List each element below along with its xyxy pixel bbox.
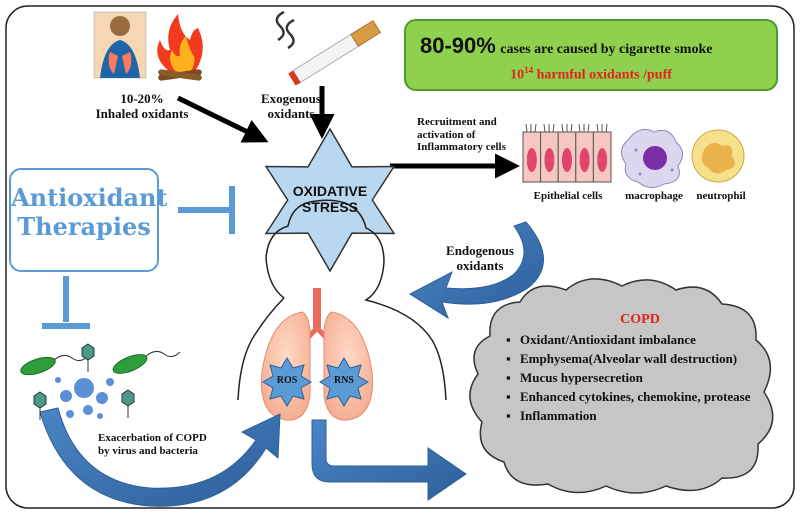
- cigarette-icon: [275, 10, 382, 86]
- recruitment-line1: Recruitment and: [417, 116, 497, 128]
- list-item: Inflammation: [506, 408, 766, 425]
- list-item: Emphysema(Alveolar wall destruction): [506, 351, 766, 368]
- epithelial-cell-icon: [522, 123, 612, 183]
- rns-star: [319, 357, 369, 407]
- endogenous-line1: Endogenous: [446, 243, 514, 258]
- exogenous-oxidants-label: Exogenous oxidants: [236, 91, 346, 122]
- neutrophil-label: neutrophil: [696, 190, 746, 202]
- inhibition-therapy-to-stress: [178, 186, 235, 234]
- oxidative-stress-label: OXIDATIVE STRESS: [280, 183, 380, 215]
- recruitment-line2: activation of: [417, 128, 476, 141]
- arrow-inhaled-to-stress: [176, 95, 269, 143]
- antioxidant-line1: Antioxidant: [11, 183, 168, 212]
- rns-label: RNS: [333, 375, 354, 386]
- inhibition-therapy-to-pathogens: [42, 276, 90, 329]
- person-breathing-icon: [93, 11, 147, 79]
- sub-base: 10: [510, 67, 525, 83]
- inhaled-text: Inhaled oxidants: [95, 105, 189, 121]
- copd-title: COPD: [620, 312, 660, 327]
- arrow-pathogens-to-lungs: [39, 407, 281, 507]
- inhaled-oxidants-label: 10-20% Inhaled oxidants: [72, 91, 212, 122]
- headline-pct: 80-90%: [420, 33, 496, 58]
- lungs-icon: [261, 288, 373, 421]
- stress-line2: STRESS: [301, 199, 358, 216]
- epithelial-label: Epithelial cells: [533, 190, 603, 202]
- outer-frame: [5, 5, 795, 509]
- cigarette-smoke-box: 80-90% cases are caused by cigarette smo…: [404, 19, 778, 91]
- fire-icon: [157, 14, 203, 81]
- list-item: Oxidant/Antioxidant imbalance: [506, 332, 766, 349]
- exacerbation-label: Exacerbation of COPD by virus and bacter…: [98, 432, 207, 457]
- headline-rest: cases are caused by cigarette smoke: [500, 42, 713, 57]
- endogenous-line2: oxidants: [456, 257, 504, 273]
- human-silhouette-icon: [237, 199, 447, 401]
- copd-feature-list: Oxidant/Antioxidant imbalance Emphysema(…: [506, 332, 766, 426]
- virus-icon: [55, 377, 114, 419]
- arrow-cells-to-endogenous: [408, 221, 544, 320]
- antioxidant-therapies-box: Antioxidant Therapies: [9, 168, 168, 272]
- endogenous-oxidants-label: Endogenous oxidants: [430, 243, 530, 274]
- exogenous-line2: oxidants: [267, 105, 315, 121]
- inhaled-pct: 10-20%: [120, 91, 164, 106]
- neutrophil-icon: [691, 129, 745, 183]
- exacerbation-line2: by virus and bacteria: [98, 444, 198, 457]
- sub-rest: harmful oxidants /puff: [536, 67, 672, 83]
- stress-line1: OXIDATIVE: [292, 183, 368, 199]
- exogenous-line1: Exogenous: [261, 91, 321, 106]
- antioxidant-line2: Therapies: [17, 211, 151, 241]
- arrow-lungs-to-copd: [311, 419, 467, 501]
- list-item: Mucus hypersecretion: [506, 370, 766, 387]
- antioxidant-therapies-label: Antioxidant Therapies: [11, 183, 168, 242]
- bacteria-icon: [20, 350, 181, 376]
- cigarette-smoke-headline: 80-90% cases are caused by cigarette smo…: [420, 33, 712, 59]
- exacerbation-line1: Exacerbation of COPD: [98, 432, 207, 444]
- recruitment-line3: Inflammatory cells: [417, 141, 506, 154]
- ros-star: [262, 357, 312, 407]
- sub-exp: 14: [524, 65, 534, 75]
- bacteriophage-icon: [33, 343, 135, 420]
- macrophage-label: macrophage: [625, 190, 683, 202]
- macrophage-icon: [621, 128, 683, 188]
- recruitment-label: Recruitment and activation of Inflammato…: [417, 116, 506, 154]
- ros-label: ROS: [276, 375, 298, 386]
- list-item: Enhanced cytokines, chemokine, protease: [506, 389, 766, 406]
- oxidants-per-puff: 1014 harmful oxidants /puff: [406, 65, 776, 84]
